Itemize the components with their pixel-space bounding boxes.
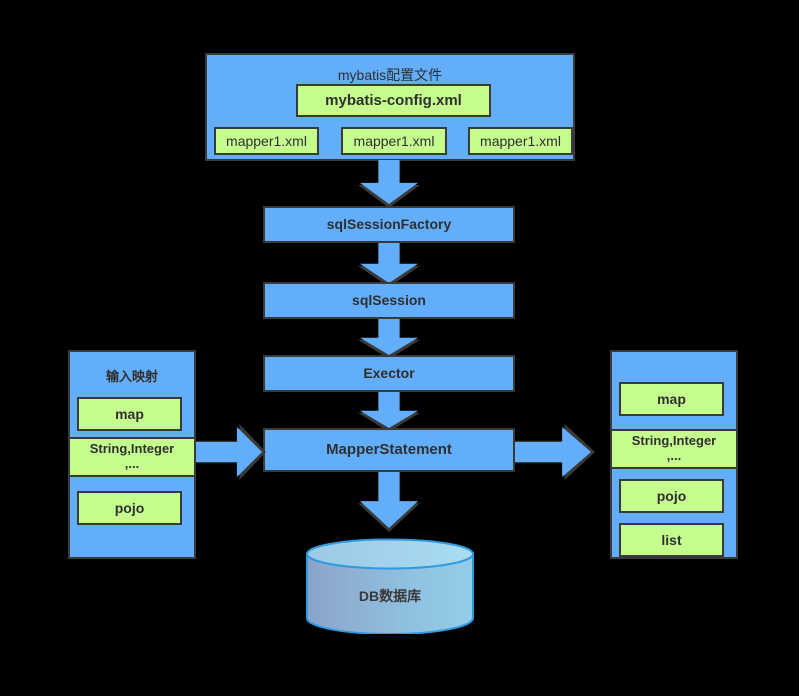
arrow-mapperstatement-to-db	[360, 472, 418, 528]
input-mapping-title: 输入映射	[105, 369, 158, 384]
arrow-mapperstatement-to-output	[515, 427, 591, 477]
node-sqlsession[interactable]: sqlSession	[263, 282, 515, 319]
mapper-xml-box-2[interactable]: mapper1.xml	[341, 127, 447, 155]
mapper-xml-box-1[interactable]: mapper1.xml	[214, 127, 319, 155]
database-cylinder[interactable]: DB数据库	[305, 538, 475, 635]
node-sqlsessionfactory[interactable]: sqlSessionFactory	[263, 206, 515, 243]
output-item-map[interactable]: map	[619, 382, 724, 416]
arrow-config-to-factory	[360, 160, 418, 204]
input-item-map[interactable]: map	[77, 397, 182, 431]
arrow-factory-to-session	[360, 243, 418, 283]
output-item-string-integer[interactable]: String,Integer ,...	[610, 429, 738, 469]
output-item-string-integer-line1: String,Integer	[631, 433, 717, 449]
database-icon	[306, 538, 474, 635]
output-item-string-integer-line2: ,...	[666, 448, 682, 463]
output-item-pojo[interactable]: pojo	[619, 479, 724, 513]
config-container-title: mybatis配置文件	[337, 67, 443, 83]
input-item-pojo[interactable]: pojo	[77, 491, 182, 525]
node-exector[interactable]: Exector	[263, 355, 515, 392]
arrow-session-to-exector	[360, 319, 418, 355]
arrow-exector-to-mapperstatement	[360, 392, 418, 428]
input-item-string-integer-line2: ,...	[124, 456, 140, 471]
input-item-string-integer-line1: String,Integer	[89, 441, 175, 457]
mapper-xml-box-3[interactable]: mapper1.xml	[468, 127, 573, 155]
input-item-string-integer[interactable]: String,Integer ,...	[68, 437, 196, 477]
arrow-input-to-mapperstatement	[196, 427, 262, 477]
mybatis-config-xml-box[interactable]: mybatis-config.xml	[296, 84, 491, 117]
database-label: DB数据库	[358, 588, 422, 604]
output-item-list[interactable]: list	[619, 523, 724, 557]
node-mapperstatement[interactable]: MapperStatement	[263, 428, 515, 472]
